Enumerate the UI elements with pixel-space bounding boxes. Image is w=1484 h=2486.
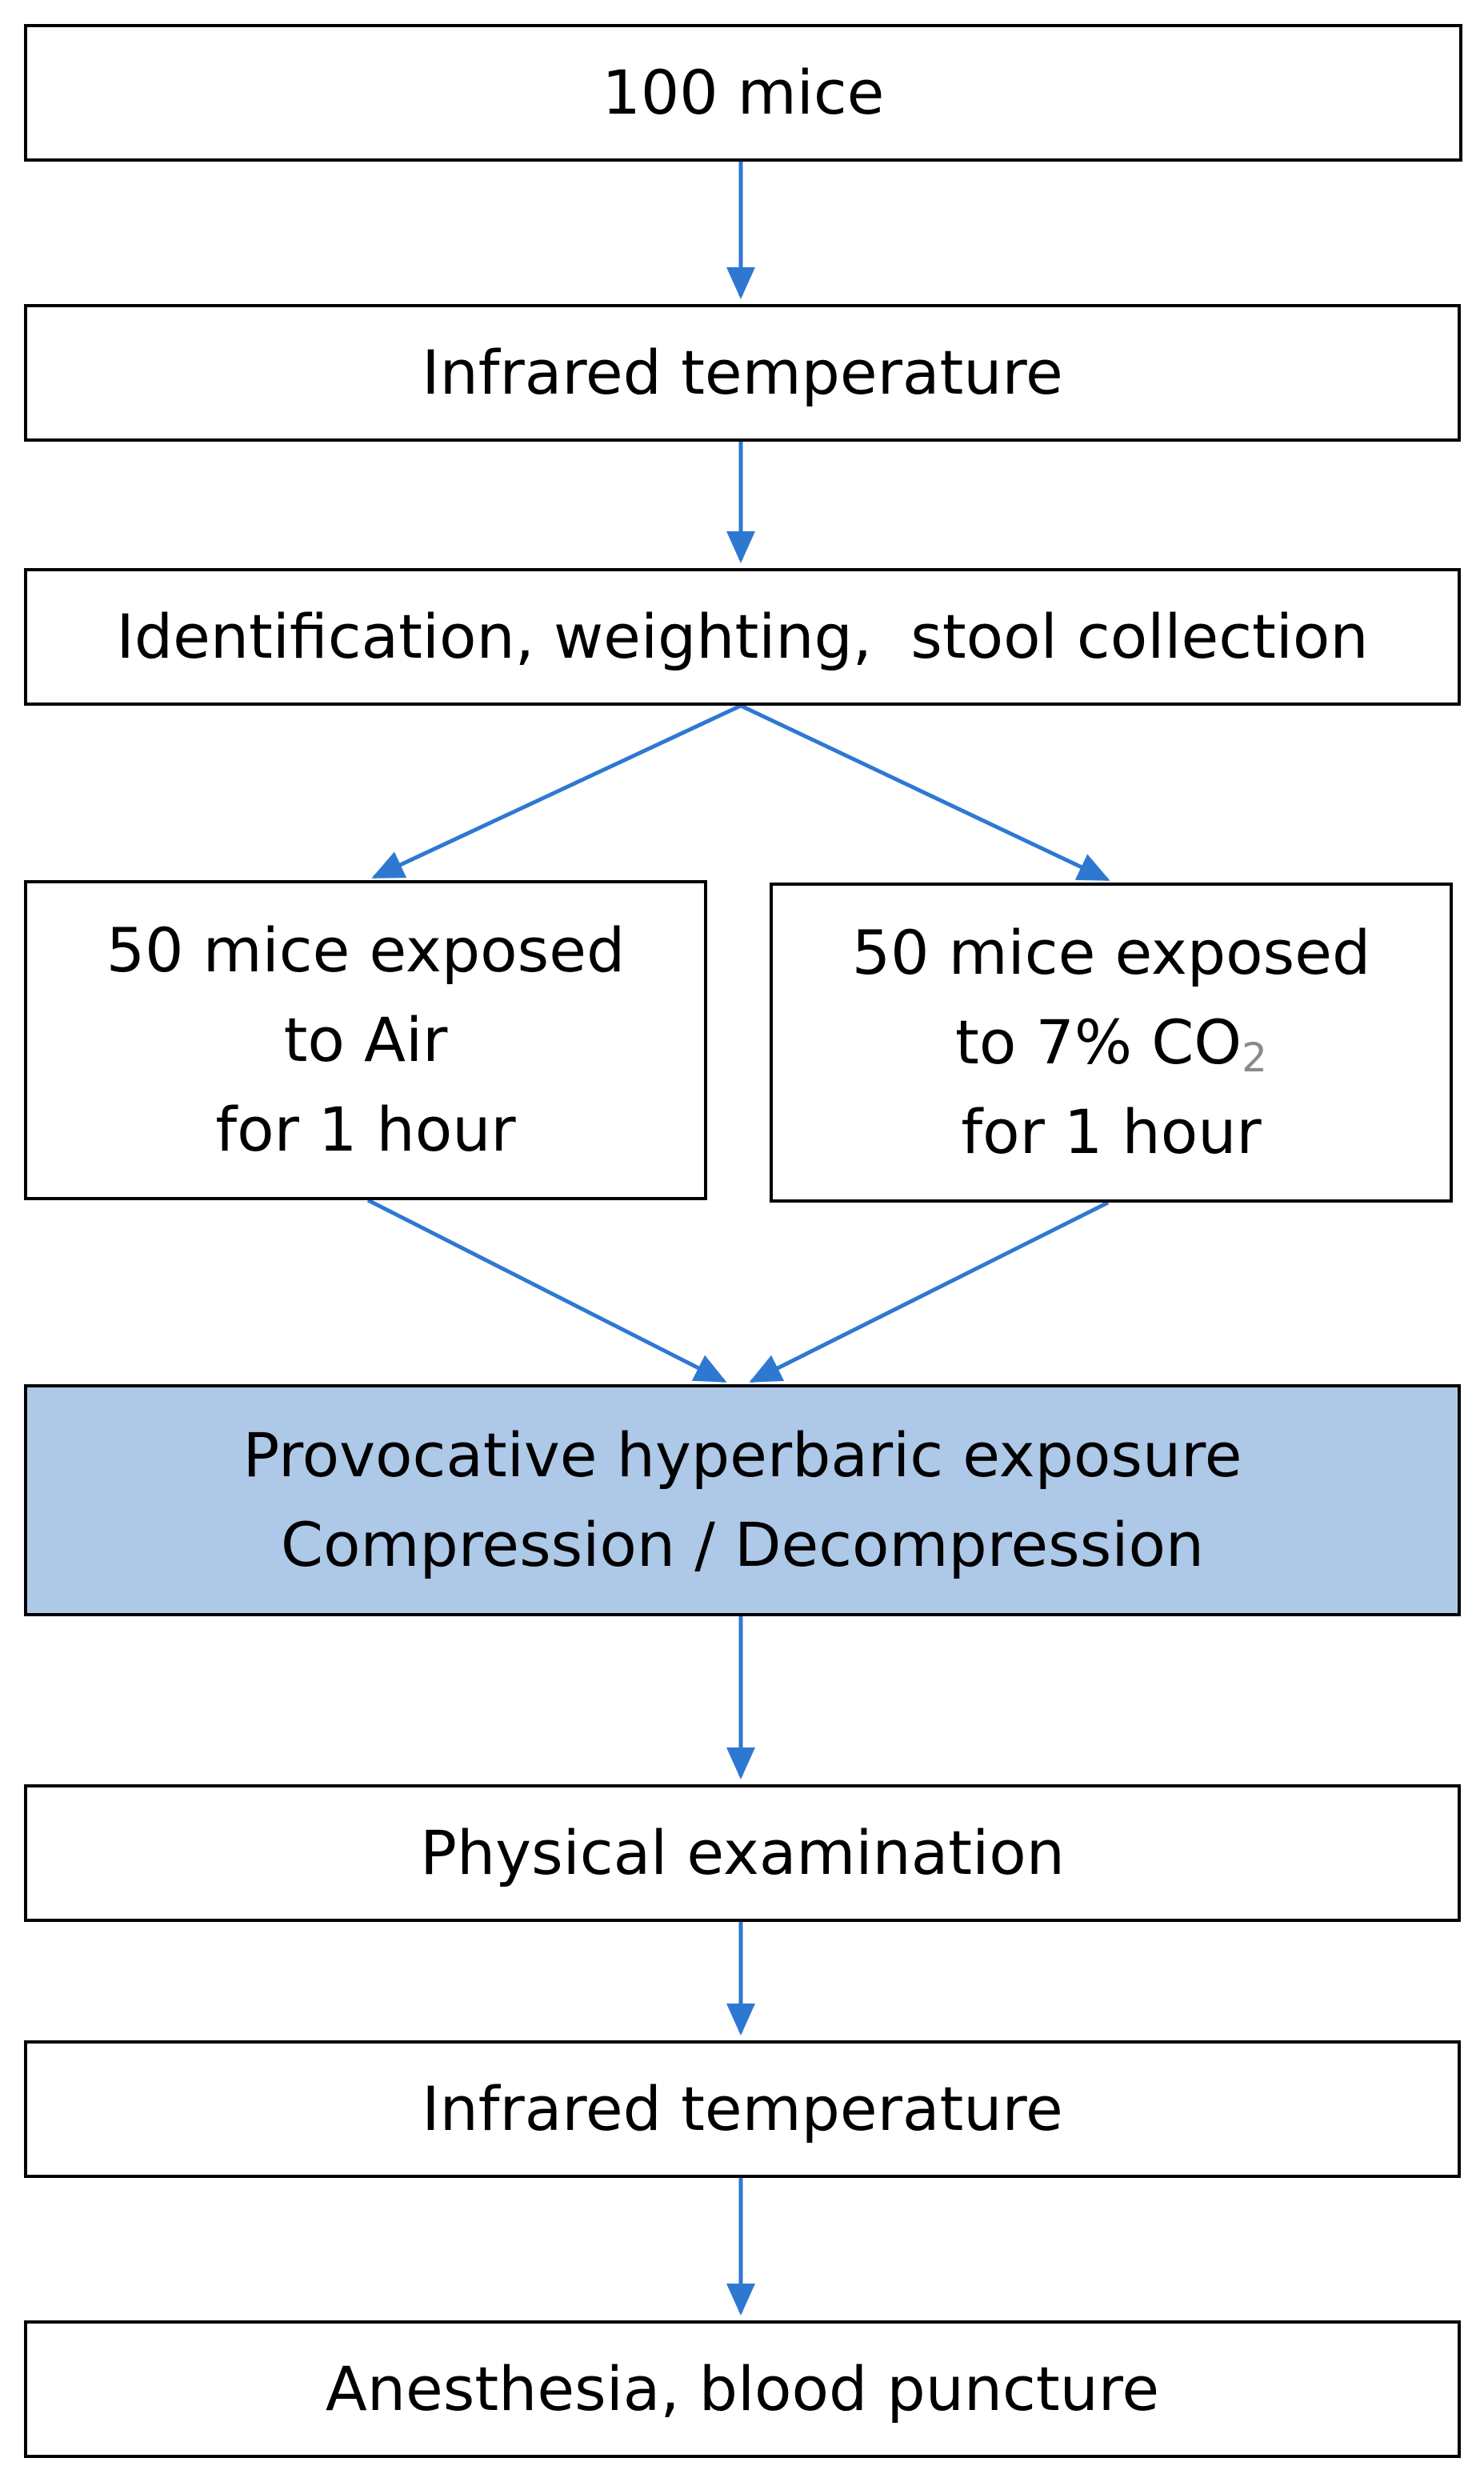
air-group-line-1: 50 mice exposed xyxy=(106,915,626,986)
co2-group-line-1: 50 mice exposed xyxy=(851,917,1371,988)
step-physical-examination-label: Physical examination xyxy=(420,1817,1065,1888)
step-identification: Identification, weighting, stool collect… xyxy=(24,568,1461,706)
air-group-line-2: to Air xyxy=(283,1004,448,1075)
step-anesthesia-blood-puncture: Anesthesia, blood puncture xyxy=(24,2320,1461,2458)
step-identification-label: Identification, weighting, stool collect… xyxy=(116,601,1369,672)
hyperbaric-line-1: Provocative hyperbaric exposure xyxy=(242,1419,1242,1491)
hyperbaric-line-2: Compression / Decompression xyxy=(280,1509,1205,1580)
step-100-mice: 100 mice xyxy=(24,24,1462,162)
co2-group-line-2: to 7% CO2 xyxy=(955,998,1267,1087)
step-infrared-temperature-1: Infrared temperature xyxy=(24,304,1461,442)
arrow-co2-to-hyperbaric xyxy=(749,1200,1110,1383)
arrow-air-to-hyperbaric xyxy=(366,1198,727,1383)
air-group-line-3: for 1 hour xyxy=(215,1094,516,1165)
step-infrared-temperature-1-label: Infrared temperature xyxy=(422,337,1063,408)
co2-subscript: 2 xyxy=(1242,1035,1267,1081)
arrow-identification-to-co2 xyxy=(739,703,1110,882)
step-100-mice-label: 100 mice xyxy=(602,57,885,128)
co2-group-line-3: for 1 hour xyxy=(961,1096,1262,1167)
step-physical-examination: Physical examination xyxy=(24,1784,1461,1922)
step-air-exposure-group: 50 mice exposed to Air for 1 hour xyxy=(24,880,707,1200)
step-co2-exposure-group: 50 mice exposed to 7% CO2 for 1 hour xyxy=(770,883,1453,1203)
step-hyperbaric-exposure: Provocative hyperbaric exposure Compress… xyxy=(24,1384,1461,1616)
step-anesthesia-label: Anesthesia, blood puncture xyxy=(325,2353,1160,2424)
co2-group-line-2-text: to 7% CO xyxy=(955,1007,1242,1078)
step-infrared-temperature-2: Infrared temperature xyxy=(24,2040,1461,2178)
arrow-identification-to-air xyxy=(371,703,742,879)
step-infrared-temperature-2-label: Infrared temperature xyxy=(422,2073,1063,2144)
